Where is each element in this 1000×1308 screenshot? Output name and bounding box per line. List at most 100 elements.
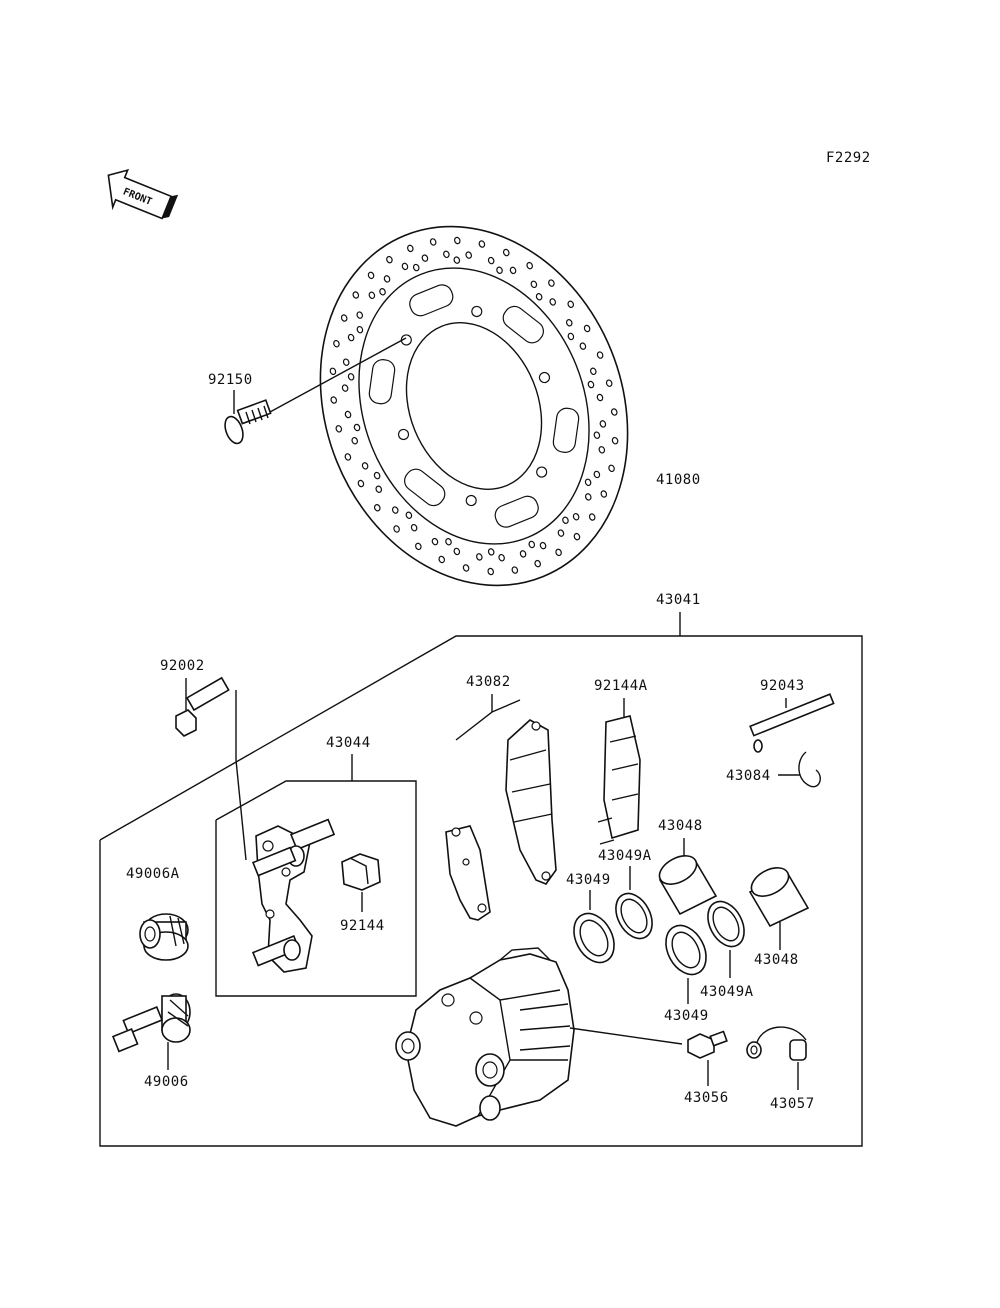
disc-drill-hole <box>391 506 399 514</box>
disc-drill-hole <box>373 471 381 480</box>
label-41080: 41080 <box>656 472 701 488</box>
disc-bolt-hole <box>538 371 551 384</box>
disc-drill-hole <box>496 266 503 274</box>
disc-drill-hole <box>462 564 470 572</box>
rubber-boot-49006A <box>139 913 189 961</box>
disc-bolt-92150 <box>224 399 272 445</box>
brake-pad-front <box>505 719 557 885</box>
disc-drill-hole <box>584 478 592 487</box>
disc-drill-hole <box>476 553 483 561</box>
disc-drill-hole <box>375 485 383 493</box>
disc-drill-hole <box>596 351 604 359</box>
disc-drill-hole <box>344 453 352 461</box>
disc-drill-hole <box>530 280 538 289</box>
disc-drill-hole <box>565 319 573 327</box>
disc-drill-hole <box>361 462 369 470</box>
disc-drill-hole <box>487 548 495 556</box>
brake-pad-rear <box>445 825 491 921</box>
disc-drill-hole <box>352 291 360 299</box>
disc-drill-hole <box>340 314 348 322</box>
label-43049-bottom: 43049 <box>664 1008 709 1024</box>
disc-drill-hole <box>368 291 376 300</box>
disc-drill-hole <box>405 511 413 519</box>
disc-drill-hole <box>526 261 533 270</box>
disc-bolt-hole <box>536 466 548 478</box>
bleed-cap-43057 <box>746 1026 807 1061</box>
disc-drill-hole <box>588 513 596 521</box>
disc-cutout <box>404 468 446 507</box>
disc-drill-hole <box>572 512 580 521</box>
disc-drill-hole <box>528 540 536 549</box>
disc-drill-hole <box>415 542 422 551</box>
piston-43048-right <box>748 867 810 928</box>
disc-drill-hole <box>443 250 450 259</box>
disc-drill-hole <box>562 516 569 524</box>
disc-drill-hole <box>351 436 359 445</box>
disc-drill-hole <box>421 254 429 262</box>
disc-drill-hole <box>335 425 343 433</box>
label-43048-bottom: 43048 <box>754 952 799 968</box>
disc-drill-hole <box>567 332 575 341</box>
disc-drill-hole <box>519 550 527 558</box>
disc-drill-hole <box>356 311 364 319</box>
disc-drill-hole <box>329 367 337 376</box>
dust-seal-43049A-right <box>707 900 745 948</box>
dust-seal-43049A-left <box>615 892 653 940</box>
disc-drill-hole <box>548 279 555 287</box>
label-92144A: 92144A <box>594 678 648 694</box>
disc-bolt-hole <box>400 334 412 346</box>
disc-drill-hole <box>357 479 365 488</box>
disc-cutout <box>409 284 454 317</box>
label-43057: 43057 <box>770 1096 815 1112</box>
disc-cutout <box>368 359 396 405</box>
disc-drill-hole <box>599 420 607 428</box>
assembly-43044-outline <box>215 780 417 997</box>
disc-cutout <box>552 407 580 453</box>
disc-drill-hole <box>598 446 606 454</box>
disc-drill-hole <box>611 436 619 445</box>
disc-drill-hole <box>555 548 562 557</box>
disc-drill-hole <box>610 408 618 416</box>
disc-drill-hole <box>445 538 452 546</box>
disc-cutout <box>494 495 539 528</box>
disc-drill-hole <box>608 464 615 473</box>
disc-drill-hole <box>383 275 391 283</box>
caliper-bracket <box>251 818 336 973</box>
slide-pin-49006 <box>111 993 191 1053</box>
pad-spring-92144A <box>597 715 641 845</box>
disc-drill-hole <box>593 470 601 479</box>
disc-drill-hole <box>412 263 420 272</box>
disc-drill-hole <box>534 559 541 568</box>
disc-drill-hole <box>407 244 414 253</box>
disc-drill-hole <box>509 266 517 275</box>
brake-disc-41080 <box>319 225 629 587</box>
disc-drill-hole <box>373 504 381 512</box>
disc-drill-hole <box>347 373 355 381</box>
disc-drill-hole <box>583 324 591 333</box>
disc-drill-hole <box>498 553 505 562</box>
disc-drill-hole <box>478 240 486 248</box>
disc-drill-hole <box>567 300 575 308</box>
bleed-valve-43056 <box>687 1030 728 1059</box>
disc-drill-hole <box>393 525 400 533</box>
label-43049A-top: 43049A <box>598 848 652 864</box>
disc-drill-hole <box>511 566 519 574</box>
disc-drill-hole <box>330 396 338 404</box>
disc-drill-hole <box>579 342 587 350</box>
disc-drill-hole <box>600 490 608 498</box>
disc-cutout <box>502 305 544 344</box>
disc-drill-hole <box>453 236 461 245</box>
bolt-92002 <box>175 676 230 737</box>
disc-drill-hole <box>535 293 543 301</box>
piston-seal-43049-left <box>573 912 615 964</box>
disc-drill-hole <box>573 532 581 541</box>
label-43084: 43084 <box>726 768 771 784</box>
label-43056: 43056 <box>684 1090 729 1106</box>
label-43044: 43044 <box>326 735 371 751</box>
label-43082: 43082 <box>466 674 511 690</box>
disc-drill-hole <box>401 262 409 271</box>
disc-drill-hole <box>353 423 361 432</box>
piston-seal-43049-right <box>665 924 707 976</box>
disc-drill-hole <box>596 393 604 402</box>
disc-drill-hole <box>347 333 355 342</box>
